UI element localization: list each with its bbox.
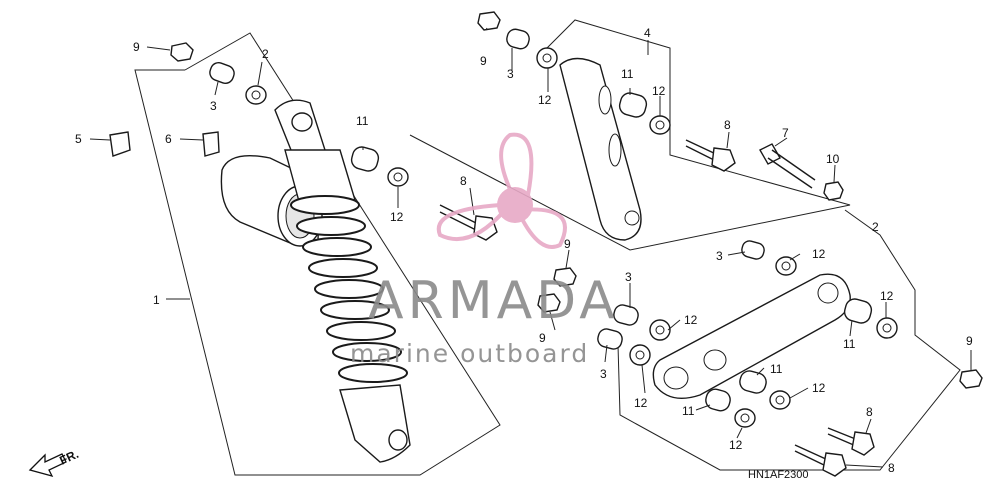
spring-coil bbox=[302, 237, 372, 257]
shock-arm-frame bbox=[409, 19, 851, 251]
seal-12-mid-a bbox=[649, 319, 671, 341]
callout-12: 12 bbox=[390, 210, 404, 224]
callout-9: 9 bbox=[539, 331, 546, 345]
front-direction-marker: FR. bbox=[28, 447, 81, 478]
watermark-tagline: marine outboard bbox=[350, 339, 589, 368]
collar-3-top-left bbox=[209, 61, 235, 85]
nut-10 bbox=[823, 181, 844, 201]
collar-3-mid-a bbox=[613, 304, 639, 326]
callout-11: 11 bbox=[621, 67, 634, 81]
nut-9-right bbox=[959, 369, 983, 389]
callout-9: 9 bbox=[564, 237, 571, 251]
callout-11: 11 bbox=[770, 362, 783, 376]
connecting-rod-2 bbox=[652, 273, 851, 399]
seal-12-rod-lower bbox=[769, 390, 791, 410]
label-sticker-6 bbox=[202, 131, 220, 157]
callout-12: 12 bbox=[880, 289, 894, 303]
callout-3: 3 bbox=[625, 270, 632, 284]
callout-12: 12 bbox=[538, 93, 552, 107]
callout-12: 12 bbox=[812, 247, 826, 261]
spring-coil bbox=[332, 342, 402, 362]
bolt-8-rod-upper bbox=[827, 427, 875, 456]
callout-3: 3 bbox=[600, 367, 607, 381]
front-arrow-icon bbox=[28, 453, 67, 478]
leader-lines bbox=[89, 27, 972, 468]
callout-5: 5 bbox=[75, 132, 82, 146]
bearing-11-rod-lower bbox=[739, 370, 767, 394]
callout-8: 8 bbox=[866, 405, 873, 419]
shock-arm-4 bbox=[559, 57, 642, 241]
nut-9-top-left bbox=[170, 42, 194, 62]
spring-coil bbox=[308, 258, 378, 278]
callout-12: 12 bbox=[729, 438, 743, 452]
callout-3: 3 bbox=[716, 249, 723, 263]
propeller-logo-icon bbox=[436, 132, 567, 249]
nut-9-mid-a bbox=[553, 267, 577, 287]
collar-3-mid-b bbox=[597, 328, 623, 350]
bearing-11-rod-bottom bbox=[705, 388, 731, 412]
bearing-11-rod-right bbox=[843, 298, 873, 324]
callout-3: 3 bbox=[210, 99, 217, 113]
diagram-code: HN1AF2300 bbox=[748, 469, 809, 481]
callout-6: 6 bbox=[165, 132, 172, 146]
callout-3: 3 bbox=[507, 67, 514, 81]
callout-9: 9 bbox=[966, 334, 973, 348]
seal-12-rod-right bbox=[876, 317, 898, 339]
callout-1: 1 bbox=[153, 293, 160, 307]
armada-watermark: ARMADA marine outboard bbox=[350, 132, 619, 368]
bearing-11-arm bbox=[618, 92, 648, 118]
callout-2: 2 bbox=[872, 220, 879, 234]
seal-12-rod-top bbox=[775, 256, 797, 276]
callout-2: 2 bbox=[262, 47, 269, 61]
seal-12-arm bbox=[649, 115, 671, 135]
seal-12-rod-bottom bbox=[734, 408, 756, 428]
callout-11: 11 bbox=[356, 114, 369, 128]
spring-coil bbox=[338, 363, 408, 383]
spring-coil bbox=[326, 321, 396, 341]
callout-9: 9 bbox=[480, 54, 487, 68]
callout-11: 11 bbox=[682, 404, 695, 418]
callout-12: 12 bbox=[634, 396, 648, 410]
spring-coil bbox=[314, 279, 384, 299]
callout-10: 10 bbox=[826, 152, 840, 166]
collar-3-rod-top bbox=[741, 240, 765, 260]
callout-11: 11 bbox=[843, 337, 856, 351]
callout-8: 8 bbox=[460, 174, 467, 188]
seal-12-left bbox=[387, 167, 409, 187]
bolt-8-arm bbox=[685, 139, 736, 172]
callout-8: 8 bbox=[888, 461, 895, 475]
spring-coil bbox=[296, 216, 366, 236]
collar-3-top bbox=[506, 28, 530, 50]
callout-9: 9 bbox=[133, 40, 140, 54]
callout-12: 12 bbox=[684, 313, 698, 327]
callout-12: 12 bbox=[652, 84, 666, 98]
spring-coil bbox=[290, 195, 360, 215]
nut-9-top bbox=[477, 11, 501, 31]
seal-2-top-left bbox=[245, 85, 267, 105]
callout-labels: 9 2 3 5 6 1 11 12 8 9 3 12 4 11 12 8 7 1… bbox=[75, 26, 973, 475]
seal-12-mid-b bbox=[629, 344, 651, 366]
callout-8: 8 bbox=[724, 118, 731, 132]
connecting-rod-frame bbox=[617, 209, 961, 471]
bolt-7 bbox=[759, 143, 816, 189]
callout-7: 7 bbox=[782, 126, 789, 140]
spring-coil bbox=[320, 300, 390, 320]
callout-12: 12 bbox=[812, 381, 826, 395]
watermark-brand: ARMADA bbox=[368, 271, 619, 331]
front-label: FR. bbox=[57, 447, 80, 468]
rear-shock-absorber bbox=[220, 99, 411, 463]
callout-4: 4 bbox=[644, 26, 651, 40]
bolt-8-rod-lower bbox=[794, 444, 847, 477]
label-sticker-5 bbox=[109, 131, 131, 157]
bearing-11-left bbox=[350, 146, 380, 172]
nut-9-mid-b bbox=[537, 293, 561, 313]
left-assembly-frame bbox=[134, 32, 501, 476]
seal-12-top bbox=[536, 47, 558, 69]
